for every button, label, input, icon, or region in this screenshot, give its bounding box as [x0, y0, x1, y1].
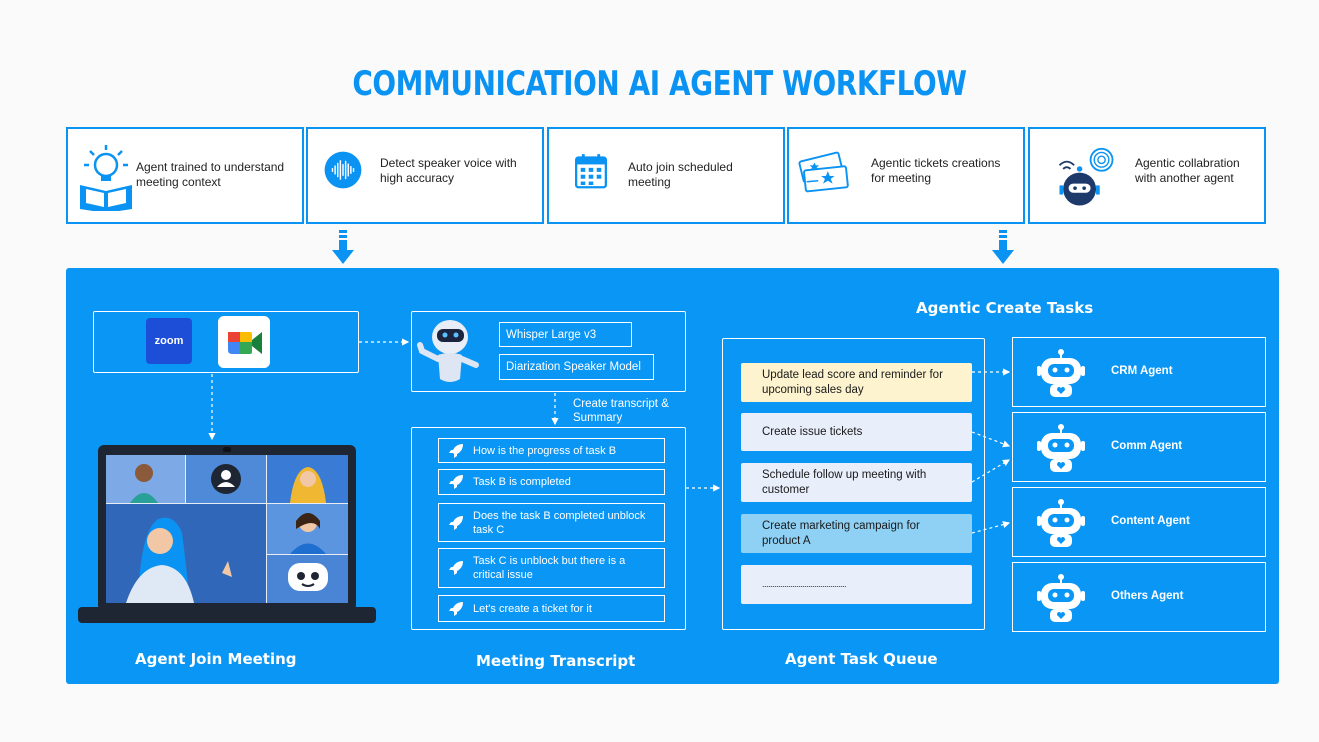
- task-item: Create issue tickets: [741, 413, 972, 451]
- transcript-item: Task C is unblock but there is a critica…: [438, 548, 665, 588]
- tickets-icon: [798, 151, 849, 193]
- feature-card-collaboration: Agentic collabration with another agent: [1028, 127, 1266, 224]
- robot-icon: [1037, 574, 1085, 622]
- section-label-meeting: Agent Join Meeting: [135, 650, 297, 668]
- participant-tile: [106, 455, 185, 503]
- transcript-item: Let's create a ticket for it: [438, 595, 665, 622]
- robot-icon: [1037, 349, 1085, 397]
- transcript-step-label: Create transcript & Summary: [573, 398, 669, 424]
- section-label-queue: Agent Task Queue: [785, 650, 938, 668]
- feature-text: Auto join scheduled meeting: [628, 160, 733, 189]
- agent-label: Comm Agent: [1111, 440, 1183, 452]
- feature-text: Agentic collabration with another agent: [1135, 156, 1240, 185]
- task-item: Update lead score and reminder for upcom…: [741, 363, 972, 402]
- participant-tile: [267, 555, 348, 603]
- rocket-icon: [439, 474, 473, 490]
- lightbulb-book-icon: [80, 145, 132, 211]
- arrow-down-icon: [332, 230, 354, 264]
- rocket-icon: [439, 601, 473, 617]
- feature-text: Detect speaker voice with high accuracy: [380, 156, 517, 185]
- agent-card-others: Others Agent: [1012, 562, 1266, 632]
- robot-mascot-icon: [417, 320, 479, 382]
- rocket-icon: [439, 515, 473, 531]
- task-item: ........................................…: [741, 565, 972, 604]
- transcript-item: How is the progress of task B: [438, 438, 665, 463]
- agent-card-comm: Comm Agent: [1012, 412, 1266, 482]
- arrow-down-icon: [992, 230, 1014, 264]
- feature-card-auto-join: Auto join scheduled meeting: [547, 127, 785, 224]
- robot-icon: [1037, 499, 1085, 547]
- section-label-transcript: Meeting Transcript: [476, 652, 636, 670]
- task-queue-box: [722, 338, 985, 630]
- participant-tile: [186, 455, 266, 503]
- meeting-apps-box: [93, 311, 359, 373]
- agent-label: Others Agent: [1111, 590, 1184, 602]
- rocket-icon: [439, 560, 473, 576]
- laptop-video-call: [78, 445, 376, 623]
- robot-fingerprint-icon: [1058, 147, 1114, 206]
- agent-card-crm: CRM Agent: [1012, 337, 1266, 407]
- zoom-icon: zoom: [146, 318, 192, 364]
- participant-tile: [106, 504, 266, 603]
- agent-label: Content Agent: [1111, 515, 1190, 527]
- transcript-item: Does the task B completed unblock task C: [438, 503, 665, 542]
- robot-icon: [1037, 424, 1085, 472]
- transcript-item: Task B is completed: [438, 469, 665, 495]
- model-whisper: Whisper Large v3: [499, 322, 632, 347]
- feature-text: Agent trained to understand meeting cont…: [136, 160, 285, 189]
- participant-tile: [267, 455, 348, 503]
- rocket-icon: [439, 443, 473, 459]
- feature-card-trained-agent: Agent trained to understand meeting cont…: [66, 127, 304, 224]
- participant-tile: [267, 504, 348, 554]
- calendar-icon: [575, 154, 607, 189]
- feature-text: Agentic tickets creations for meeting: [871, 156, 1001, 185]
- feature-card-voice: Detect speaker voice with high accuracy: [306, 127, 544, 224]
- task-item: Schedule follow up meeting with customer: [741, 463, 972, 502]
- model-diarization: Diarization Speaker Model: [499, 354, 654, 380]
- page-title: COMMUNICATION AI AGENT WORKFLOW: [352, 64, 967, 104]
- transcript-box: [411, 427, 686, 630]
- task-item: Create marketing campaign for product A: [741, 514, 972, 553]
- speech-models-box: [411, 311, 686, 392]
- section-label-agents: Agentic Create Tasks: [916, 299, 1094, 317]
- agent-label: CRM Agent: [1111, 365, 1173, 377]
- google-meet-icon: [218, 316, 270, 368]
- voice-waveform-icon: [324, 151, 362, 189]
- feature-card-tickets: Agentic tickets creations for meeting: [787, 127, 1025, 224]
- agent-card-content: Content Agent: [1012, 487, 1266, 557]
